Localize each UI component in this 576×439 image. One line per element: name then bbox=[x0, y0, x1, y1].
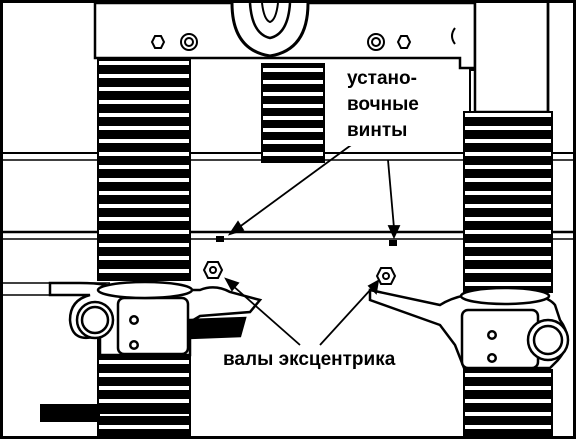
center-spring bbox=[261, 63, 325, 163]
hex-nut-icon bbox=[396, 35, 412, 49]
set-screws-label-line1: устано- bbox=[347, 68, 417, 89]
left-spring bbox=[97, 59, 191, 439]
eccentric-label-bg bbox=[220, 346, 410, 372]
eccentric-shaft-nuts bbox=[202, 261, 397, 285]
right-spring bbox=[463, 69, 553, 439]
hex-nut-icon bbox=[150, 35, 166, 49]
callout-arrows bbox=[224, 139, 401, 346]
set-screws-label-bg bbox=[344, 66, 442, 146]
top-fasteners bbox=[150, 27, 456, 51]
left-clamp bbox=[48, 280, 263, 357]
right-clamp bbox=[368, 286, 570, 370]
set-screws-label-line3: винты bbox=[347, 120, 407, 141]
top-pulley bbox=[230, 2, 310, 58]
left-shaft-bar bbox=[40, 404, 190, 422]
eccentric-shafts-label: валы эксцентрика bbox=[223, 349, 396, 370]
set-screws bbox=[216, 236, 397, 246]
set-screws-label-line2: вочные bbox=[347, 94, 419, 115]
